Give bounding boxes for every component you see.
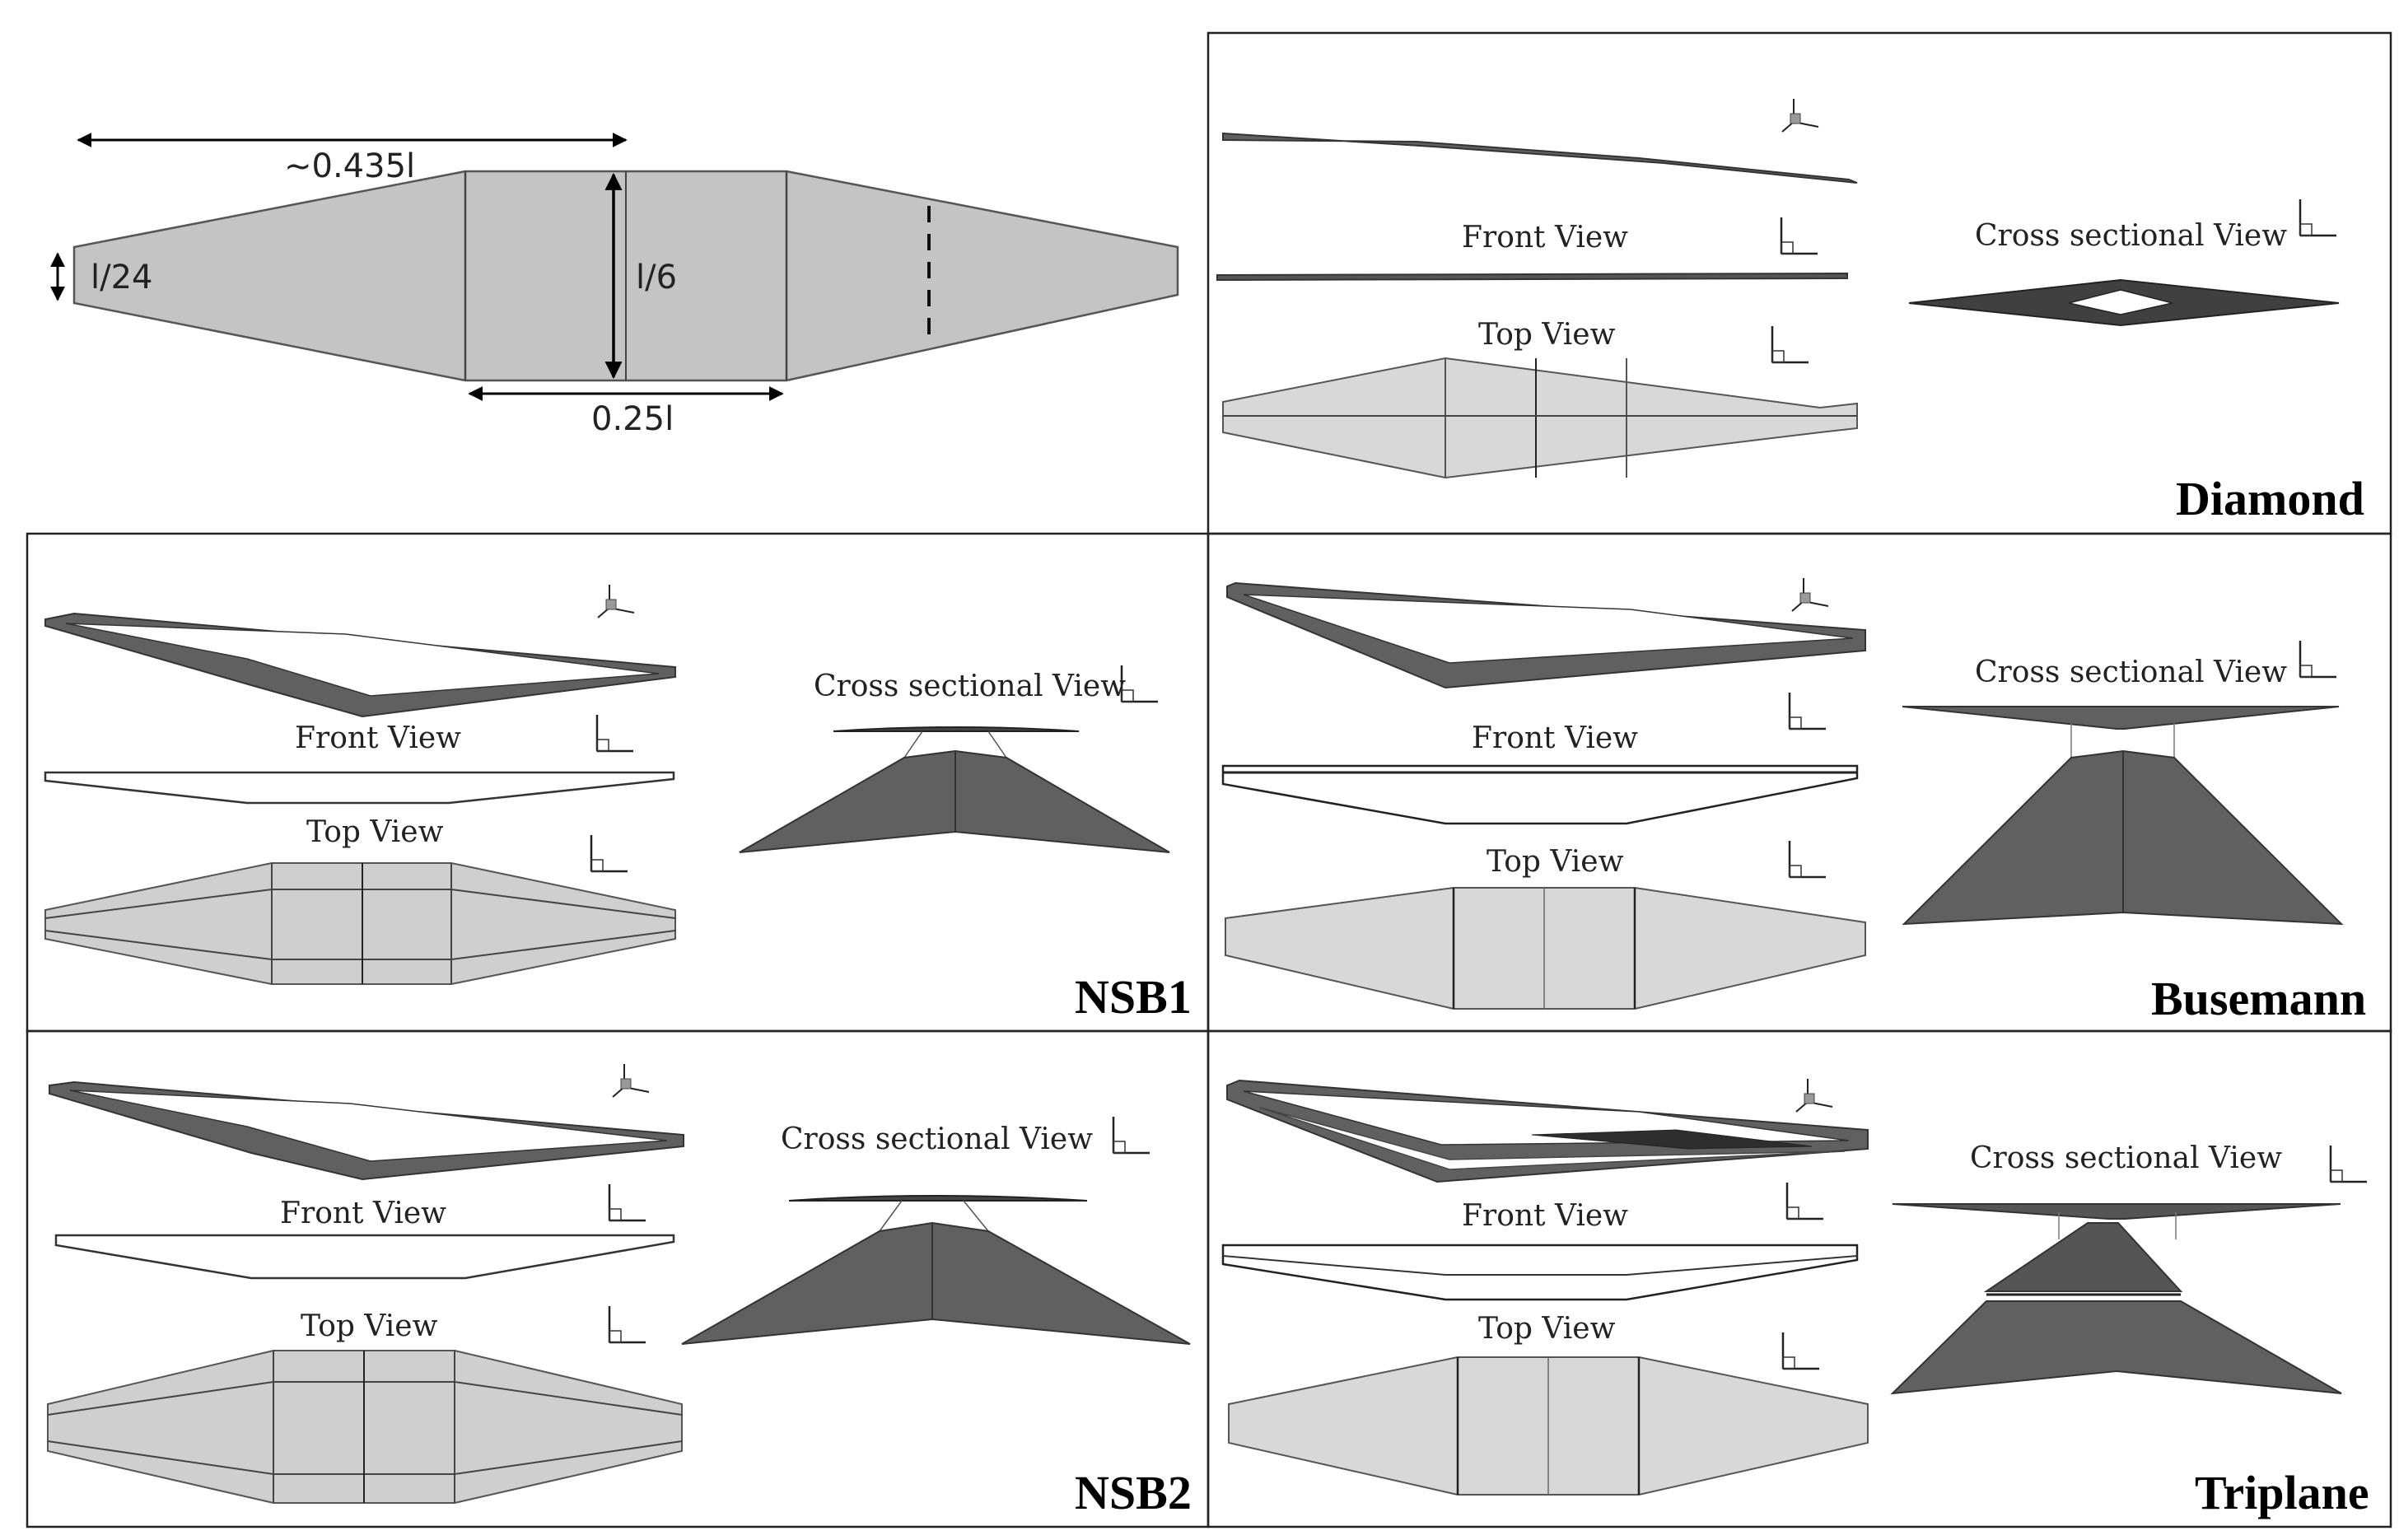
axis-icon: [595, 713, 635, 753]
span-label: ~0.435l: [284, 147, 415, 185]
axis-icon: [1788, 691, 1827, 730]
busemann-top-view: [1225, 887, 1866, 1010]
nsb1-front-view: [44, 771, 675, 805]
axis-icon: [608, 1304, 647, 1344]
diamond-title: Diamond: [2176, 472, 2364, 525]
nsb2-front-view: [54, 1234, 675, 1280]
busemann-front-label: Front View: [1472, 721, 1638, 755]
nsb1-cross-upper: [833, 726, 1080, 732]
panel-nsb1: Front View Top View Cross sectional View…: [44, 584, 1192, 1024]
busemann-title: Busemann: [2151, 972, 2366, 1025]
axis-triad-icon: [612, 1063, 650, 1098]
nsb1-top-label: Top View: [306, 815, 444, 849]
diamond-top-view: [1222, 357, 1858, 479]
nsb1-cross-label: Cross sectional View: [814, 670, 1126, 703]
axis-icon: [608, 1183, 647, 1222]
root-label: l/6: [636, 259, 677, 296]
nsb1-front-label: Front View: [295, 721, 461, 755]
axis-icon: [2299, 639, 2338, 679]
nsb1-title: NSB1: [1075, 970, 1192, 1024]
triplane-cross-upper: [1892, 1203, 2341, 1220]
triplane-top-label: Top View: [1478, 1312, 1616, 1346]
busemann-cross-label: Cross sectional View: [1975, 656, 2287, 689]
panel-nsb2: Front View Top View Cross sectional View…: [47, 1063, 1192, 1519]
panel-triplane: Front View Top View Cross sectional View…: [1221, 1078, 2369, 1519]
diamond-top-label: Top View: [1478, 318, 1616, 352]
triplane-cross-label: Cross sectional View: [1970, 1141, 2282, 1175]
triplane-title: Triplane: [2195, 1466, 2369, 1519]
triplane-front-label: Front View: [1462, 1199, 1628, 1233]
nsb2-front-label: Front View: [280, 1197, 446, 1230]
busemann-cross-upper: [1902, 706, 2340, 730]
panel-diamond: Front View Top View Cross sectional View…: [1216, 98, 2364, 525]
busemann-top-label: Top View: [1487, 845, 1624, 879]
busemann-front-view: [1221, 764, 1859, 825]
axis-icon: [1781, 1331, 1821, 1370]
diamond-front-view: [1216, 272, 1848, 282]
axis-triad-icon: [1791, 577, 1829, 612]
axis-icon: [590, 833, 629, 873]
axis-icon: [1780, 216, 1819, 255]
nsb2-top-label: Top View: [301, 1309, 438, 1343]
tip-label: l/24: [91, 259, 153, 296]
diamond-cross-label: Cross sectional View: [1975, 219, 2287, 253]
triplane-cross-lower: [1890, 1300, 2342, 1395]
nsb2-cross-label: Cross sectional View: [781, 1122, 1093, 1156]
nsb1-top-view: [44, 862, 676, 985]
axis-triad-icon: [597, 584, 635, 618]
nsb2-cross-upper: [788, 1195, 1088, 1202]
axis-icon: [2329, 1144, 2369, 1183]
axis-icon: [2299, 198, 2338, 237]
planform-dimension-drawing: ~0.435l l/24 l/6 0.25l: [50, 133, 1179, 438]
axis-triad-icon: [1795, 1078, 1833, 1113]
nsb2-title: NSB2: [1075, 1466, 1192, 1519]
diamond-front-label: Front View: [1462, 221, 1628, 254]
triplane-cross-middle: [1983, 1222, 2183, 1292]
axis-icon: [1785, 1181, 1825, 1220]
triplane-front-view: [1221, 1244, 1859, 1301]
axis-triad-icon: [1781, 98, 1819, 133]
width-label: 0.25l: [591, 400, 674, 438]
nsb2-cross-lower: [681, 1221, 1191, 1345]
axis-icon: [1788, 839, 1827, 879]
axis-icon: [1112, 1115, 1151, 1155]
panel-busemann: Front View Top View Cross sectional View…: [1221, 577, 2366, 1025]
panel-borders: [26, 31, 2392, 1528]
axis-icon: [1120, 664, 1160, 703]
axis-icon: [1771, 324, 1810, 364]
diamond-iso-view: [1222, 132, 1858, 184]
